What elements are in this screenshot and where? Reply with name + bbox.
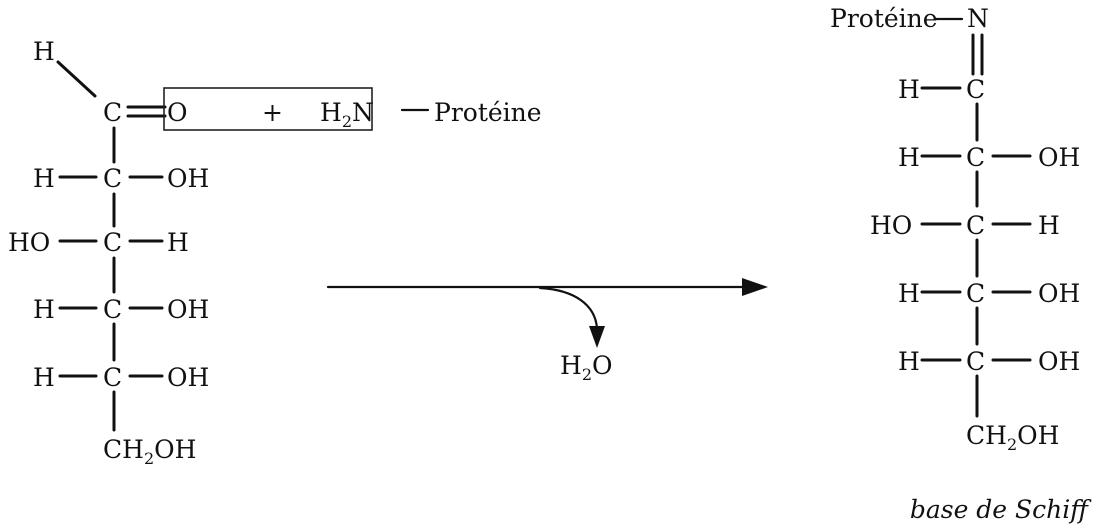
row-right-group: OH	[167, 295, 209, 324]
row-left-group: H	[898, 347, 920, 376]
row-left-group: HO	[8, 228, 50, 257]
row-carbon: C	[103, 363, 122, 392]
terminal-ch2oh: CH2OH	[966, 421, 1059, 454]
amine-h: H	[320, 98, 342, 127]
reactant-row-c4: H C OH	[33, 295, 209, 324]
terminal-ch2oh: CH2OH	[103, 435, 196, 468]
reaction-arrow: H2O	[326, 278, 768, 384]
reactant-row-c5: H C OH	[33, 363, 209, 392]
row-carbon: C	[966, 279, 985, 308]
water-release-arrowhead	[589, 326, 605, 348]
reactant-sugar: H C O + H2N Protéine H C OH HO C	[8, 37, 542, 468]
product-schiff-base: Protéine N H C H C OH HO C H	[830, 4, 1092, 524]
aldehyde-h-label: H	[33, 37, 55, 66]
row-left-group: H	[33, 295, 55, 324]
row-right-group: OH	[1038, 347, 1080, 376]
arrow-head	[742, 278, 768, 296]
row-right-group: OH	[167, 363, 209, 392]
row-carbon: C	[103, 164, 122, 193]
row-right-group: H	[167, 228, 189, 257]
imine-h-label: H	[898, 75, 920, 104]
row-left-group: H	[898, 279, 920, 308]
row-right-group: OH	[167, 164, 209, 193]
reactant-row-c2: H C OH	[33, 164, 209, 193]
row-left-group: H	[33, 164, 55, 193]
row-right-group: OH	[1038, 279, 1080, 308]
product-row-c3: HO C H	[870, 211, 1060, 240]
row-carbon: C	[103, 295, 122, 324]
imine-c-label: C	[966, 75, 985, 104]
protein-label-right: Protéine	[830, 4, 938, 33]
imine-n-label: N	[967, 4, 989, 33]
row-left-group: HO	[870, 211, 912, 240]
product-row-c4: H C OH	[898, 279, 1080, 308]
product-row-c5: H C OH	[898, 347, 1080, 376]
amine-group: H2N	[320, 98, 374, 131]
row-carbon: C	[966, 211, 985, 240]
product-row-c2: H C OH	[898, 143, 1080, 172]
c1-label: C	[103, 98, 122, 127]
amine-n: N	[352, 98, 374, 127]
reactant-row-c3: HO C H	[8, 228, 189, 257]
plus-sign: +	[262, 98, 283, 127]
amine-subscript: 2	[342, 112, 352, 131]
protein-label-left: Protéine	[434, 98, 542, 127]
row-right-group: H	[1038, 211, 1060, 240]
row-left-group: H	[33, 363, 55, 392]
water-label: H2O	[560, 351, 613, 384]
row-left-group: H	[898, 143, 920, 172]
row-carbon: C	[966, 143, 985, 172]
water-release-curve	[538, 286, 599, 330]
carbonyl-o-label: O	[167, 98, 188, 127]
reacting-groups-box	[163, 87, 373, 131]
row-carbon: C	[103, 228, 122, 257]
row-right-group: OH	[1038, 143, 1080, 172]
product-caption: base de Schiff	[910, 495, 1092, 524]
bond-h-c1	[56, 60, 97, 98]
row-carbon: C	[966, 347, 985, 376]
